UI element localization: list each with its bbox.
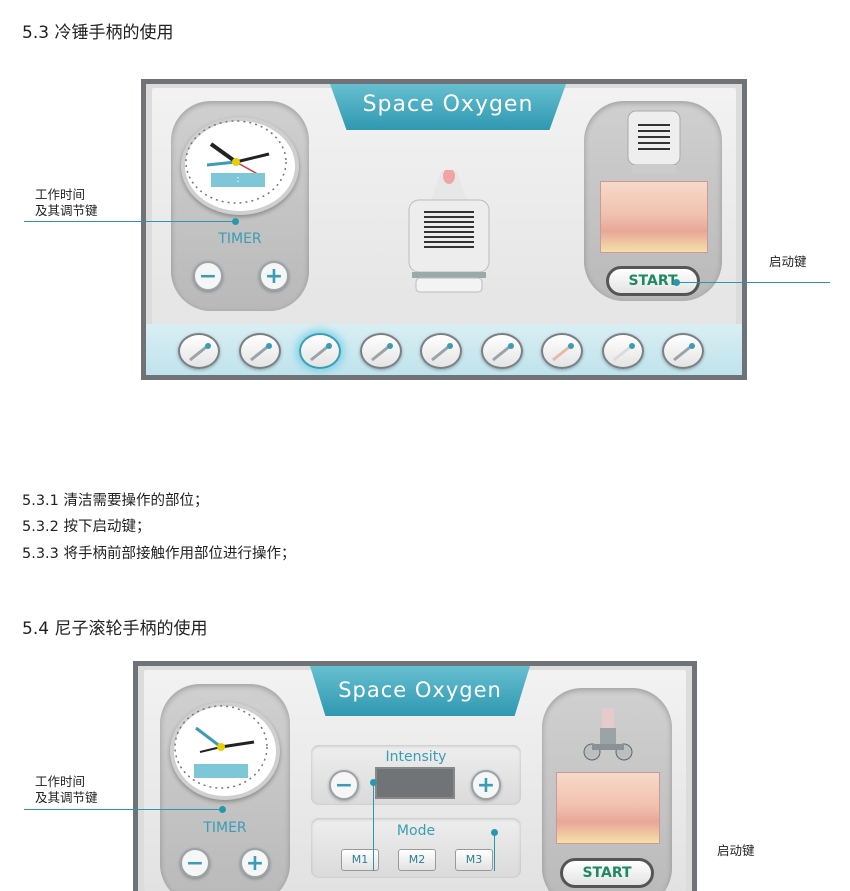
handpiece-select-button-2[interactable]: [238, 333, 281, 369]
section-heading-5-3: 5.3 冷锤手柄的使用: [22, 23, 174, 43]
app-title-banner: Space Oxygen: [330, 84, 566, 130]
start-button-2[interactable]: START: [560, 858, 654, 888]
callout-timer-label: 工作时间 及其调节键: [35, 187, 98, 219]
handpiece-icon: [310, 342, 332, 362]
callout-start-label: 启动键: [769, 254, 807, 269]
intensity-panel: Intensity − +: [311, 745, 521, 805]
handpiece-icon: [673, 342, 695, 362]
step-2: 5.3.2 按下启动键；: [22, 519, 151, 535]
device-screen-roller: Space Oxygen TIMER − + Intensity − + Mod…: [133, 661, 697, 891]
handpiece-icon: [612, 342, 635, 362]
roller-handpiece-icon: [578, 708, 638, 768]
handpiece-select-button-6[interactable]: [480, 333, 523, 369]
mode-m3-button[interactable]: M3: [455, 849, 493, 871]
timer-label: TIMER: [218, 231, 262, 247]
clock-icon: :: [181, 117, 299, 215]
skin-cross-section-image-2: [556, 772, 660, 844]
mode-label: Mode: [396, 823, 436, 839]
callout-intensity-dot: [370, 779, 377, 786]
step-3: 5.3.3 将手柄前部接触作用部位进行操作；: [22, 546, 296, 562]
callout-timer-dot: [232, 218, 239, 225]
start-button[interactable]: START: [606, 266, 700, 296]
handpiece-select-button-7[interactable]: [541, 333, 583, 369]
mode-m2-button[interactable]: M2: [398, 849, 436, 871]
handpiece-on-skin-icon: [622, 105, 686, 175]
app-title-banner-2: Space Oxygen: [310, 666, 530, 716]
callout-timer-line2-2: 及其调节键: [35, 790, 98, 805]
callout-timer-line2: 及其调节键: [35, 203, 98, 218]
callout-timer-leader: [24, 221, 236, 222]
mode-panel: Mode M1 M2 M3: [311, 818, 521, 878]
callout-timer-label-2: 工作时间 及其调节键: [35, 774, 98, 806]
skin-cross-section-image: [600, 181, 708, 253]
handpiece-icon: [552, 342, 574, 362]
timer-display-2: [194, 764, 248, 778]
handpiece-select-button-3[interactable]: [299, 333, 341, 369]
timer-plus-button[interactable]: +: [259, 261, 289, 291]
handpiece-icon: [370, 342, 393, 362]
timer-plus-button-2[interactable]: +: [240, 848, 270, 878]
handpiece-select-button-1[interactable]: [178, 333, 220, 369]
callout-start-label-2: 启动键: [717, 843, 755, 858]
callout-mode-dot: [491, 829, 498, 836]
callout-start-leader: [676, 282, 830, 283]
intensity-minus-button[interactable]: −: [329, 770, 359, 800]
handpiece-icon: [491, 342, 514, 362]
timer-pod-2: TIMER − +: [160, 684, 290, 891]
start-pod-2: START: [542, 688, 672, 891]
intensity-display: [375, 767, 455, 799]
callout-timer-line1: 工作时间: [35, 187, 86, 202]
callout-timer-line1-2: 工作时间: [35, 774, 86, 789]
step-1: 5.3.1 清洁需要操作的部位；: [22, 493, 209, 509]
intensity-label: Intensity: [385, 749, 447, 765]
handpiece-icon: [431, 342, 453, 362]
handpiece-select-button-9[interactable]: [662, 333, 704, 369]
callout-timer-dot-2: [219, 806, 226, 813]
callout-start-dot: [673, 279, 680, 286]
callout-timer-leader-2: [24, 809, 224, 810]
handpiece-icon: [189, 342, 211, 362]
handpiece-select-button-4[interactable]: [359, 333, 402, 369]
timer-display: :: [211, 173, 265, 187]
intensity-plus-button[interactable]: +: [471, 770, 501, 800]
timer-pod: : TIMER − +: [171, 101, 309, 311]
timer-minus-button-2[interactable]: −: [180, 848, 210, 878]
mode-m1-button[interactable]: M1: [341, 849, 379, 871]
device-screen-cold-hammer: Space Oxygen : TIMER − +: [141, 79, 747, 380]
timer-minus-button[interactable]: −: [193, 261, 223, 291]
handpiece-icon: [249, 342, 272, 362]
clock-icon-2: [170, 702, 280, 800]
handpiece-select-button-5[interactable]: [420, 333, 462, 369]
cold-hammer-handpiece-icon: [404, 168, 494, 300]
callout-mode-leader: [494, 832, 495, 871]
timer-label-2: TIMER: [203, 820, 247, 836]
section-heading-5-4: 5.4 尼子滚轮手柄的使用: [22, 619, 208, 639]
start-pod: START: [584, 101, 722, 301]
callout-intensity-leader: [373, 782, 374, 871]
handpiece-select-button-8[interactable]: [601, 333, 644, 369]
